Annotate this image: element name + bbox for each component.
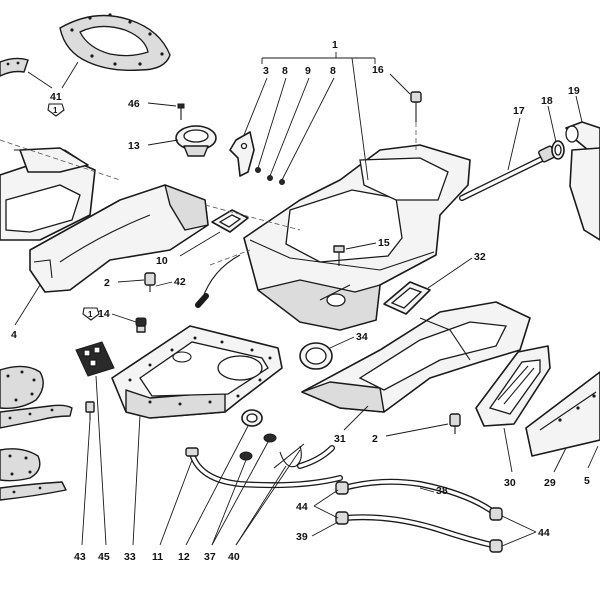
callout-12: 12 — [178, 551, 190, 563]
callout-32: 32 — [474, 251, 486, 263]
callout-13: 13 — [128, 140, 140, 152]
bolt-2-left — [144, 272, 156, 292]
note-badge-14: 1 — [82, 307, 100, 321]
screw-15 — [333, 245, 345, 266]
callout-16: 16 — [372, 64, 384, 76]
callout-2-right: 2 — [372, 433, 378, 445]
bolt-16 — [410, 91, 422, 122]
callout-11: 11 — [152, 551, 163, 563]
callout-8-a: 8 — [282, 65, 288, 77]
callout-2-left: 2 — [104, 277, 110, 289]
callout-18: 18 — [541, 95, 553, 107]
callout-8-b: 8 — [330, 65, 336, 77]
callout-33: 33 — [124, 551, 136, 563]
fitting-43 — [85, 401, 95, 420]
gasket-frame-10 — [211, 209, 249, 233]
note-badge-41: 1 — [47, 103, 65, 117]
side-panel-29 — [525, 371, 600, 457]
air-filter-30 — [475, 345, 551, 427]
callout-37: 37 — [204, 551, 216, 563]
hose-39 — [335, 511, 503, 553]
callout-46: 46 — [128, 98, 140, 110]
plug-14 — [135, 317, 147, 333]
callout-34: 34 — [356, 331, 368, 343]
callout-15: 15 — [378, 237, 390, 249]
clip-40 — [273, 443, 305, 469]
seal-strip-lower-left — [0, 365, 73, 501]
svg-text:1: 1 — [53, 106, 58, 115]
callout-4: 4 — [11, 329, 17, 341]
callout-14: 14 — [98, 308, 110, 320]
washers-8-9 — [255, 167, 285, 185]
callout-38: 38 — [436, 485, 448, 497]
callout-41: 41 — [50, 91, 62, 103]
callout-19: 19 — [568, 85, 580, 97]
callout-39: 39 — [296, 531, 308, 543]
oil-sump-33 — [111, 325, 283, 419]
intake-duct-left — [29, 184, 209, 293]
airbox-assembly-1 — [243, 144, 471, 331]
hose-38 — [335, 478, 503, 521]
callout-17: 17 — [513, 105, 525, 117]
callout-42: 42 — [174, 276, 186, 288]
gasket-32 — [383, 281, 431, 315]
seal-strip-top — [0, 13, 171, 77]
bolt-2-right — [449, 413, 461, 434]
seal-ring-12 — [241, 409, 263, 427]
clamp-18 — [551, 140, 565, 160]
lower-duct-31 — [301, 301, 531, 413]
filler-cap-13 — [175, 125, 217, 157]
callout-31: 31 — [334, 433, 346, 445]
callout-45: 45 — [98, 551, 110, 563]
rings-37 — [239, 433, 277, 461]
callout-40: 40 — [228, 551, 240, 563]
callout-44-left: 44 — [296, 501, 308, 513]
callout-43: 43 — [74, 551, 86, 563]
svg-text:1: 1 — [88, 310, 93, 319]
elbow-19 — [565, 121, 600, 241]
callout-44-right: 44 — [538, 527, 550, 539]
callout-29: 29 — [544, 477, 556, 489]
callout-30: 30 — [504, 477, 516, 489]
callout-1: 1 — [332, 39, 338, 51]
vent-pipe-17 — [459, 145, 556, 201]
clip-3 — [229, 131, 255, 177]
drain-hose-11 — [185, 447, 343, 489]
pad-45 — [75, 341, 115, 377]
callout-9: 9 — [305, 65, 311, 77]
o-ring-34 — [299, 342, 333, 370]
callout-5: 5 — [584, 475, 590, 487]
hose-clamp-y — [297, 445, 335, 469]
callout-3: 3 — [263, 65, 269, 77]
screw-46 — [177, 103, 185, 120]
callout-10: 10 — [156, 255, 168, 267]
